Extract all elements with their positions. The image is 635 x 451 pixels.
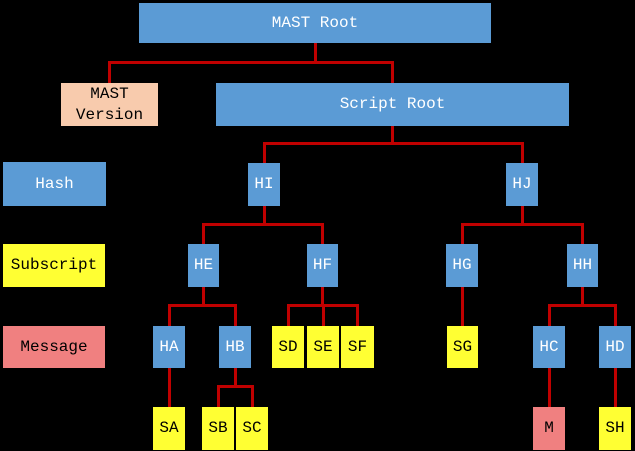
tree-connector-segment [262, 206, 266, 226]
tree-connector-segment [262, 142, 524, 145]
node-hj: HJ [506, 163, 538, 206]
tree-connector-segment [460, 223, 464, 244]
tree-connector-segment [262, 142, 266, 163]
tree-connector-segment [547, 304, 617, 307]
node-sg: SG [447, 326, 478, 368]
legend-message: Message [3, 326, 105, 368]
tree-connector-segment [581, 223, 584, 244]
tree-connector-segment [216, 385, 254, 388]
tree-connector-segment [520, 206, 524, 226]
node-sa: SA [153, 407, 185, 450]
node-ha: HA [153, 326, 185, 368]
tree-connector-segment [216, 385, 220, 407]
tree-connector-segment [321, 223, 324, 244]
tree-connector-segment [391, 61, 394, 83]
tree-connector-segment [167, 304, 171, 326]
tree-connector-segment [581, 287, 584, 307]
node-hg: HG [446, 244, 478, 287]
tree-connector-segment [547, 304, 551, 326]
tree-connector-segment [108, 61, 394, 64]
node-sb: SB [202, 407, 234, 450]
node-mast-root: MAST Root [139, 3, 491, 43]
tree-connector-segment [313, 43, 317, 64]
tree-connector-segment [202, 287, 205, 307]
node-sf: SF [341, 326, 374, 368]
node-sc: SC [236, 407, 268, 450]
node-he: HE [188, 244, 219, 287]
tree-connector-segment [613, 368, 617, 407]
tree-connector-segment [167, 368, 171, 407]
tree-connector-segment [233, 304, 237, 326]
tree-connector-segment [547, 368, 551, 407]
legend-hash: Hash [3, 162, 106, 206]
tree-connector-segment [321, 304, 325, 326]
tree-connector-segment [202, 223, 324, 226]
node-sh: SH [599, 407, 631, 450]
legend-subscript: Subscript [3, 244, 105, 287]
tree-connector-segment [233, 368, 237, 388]
node-mast-version: MAST Version [61, 83, 158, 126]
node-hc: HC [533, 326, 565, 368]
tree-connector-segment [356, 304, 359, 326]
node-sd: SD [272, 326, 304, 368]
node-hb: HB [219, 326, 251, 368]
node-hi: HI [248, 163, 280, 206]
tree-connector-segment [321, 287, 324, 307]
node-script-root: Script Root [216, 83, 569, 126]
tree-connector-segment [250, 385, 254, 407]
tree-connector-segment [202, 223, 205, 244]
node-se: SE [307, 326, 339, 368]
tree-connector-segment [613, 304, 617, 326]
tree-connector-segment [167, 304, 237, 307]
node-hd: HD [599, 326, 631, 368]
node-hh: HH [567, 244, 598, 287]
tree-connector-segment [460, 287, 464, 326]
tree-connector-segment [391, 126, 394, 145]
tree-connector-segment [108, 61, 111, 83]
tree-connector-segment [286, 304, 290, 326]
node-hf: HF [307, 244, 338, 287]
node-m: M [533, 407, 565, 450]
tree-connector-segment [520, 142, 524, 163]
tree-connector-segment [460, 223, 584, 226]
